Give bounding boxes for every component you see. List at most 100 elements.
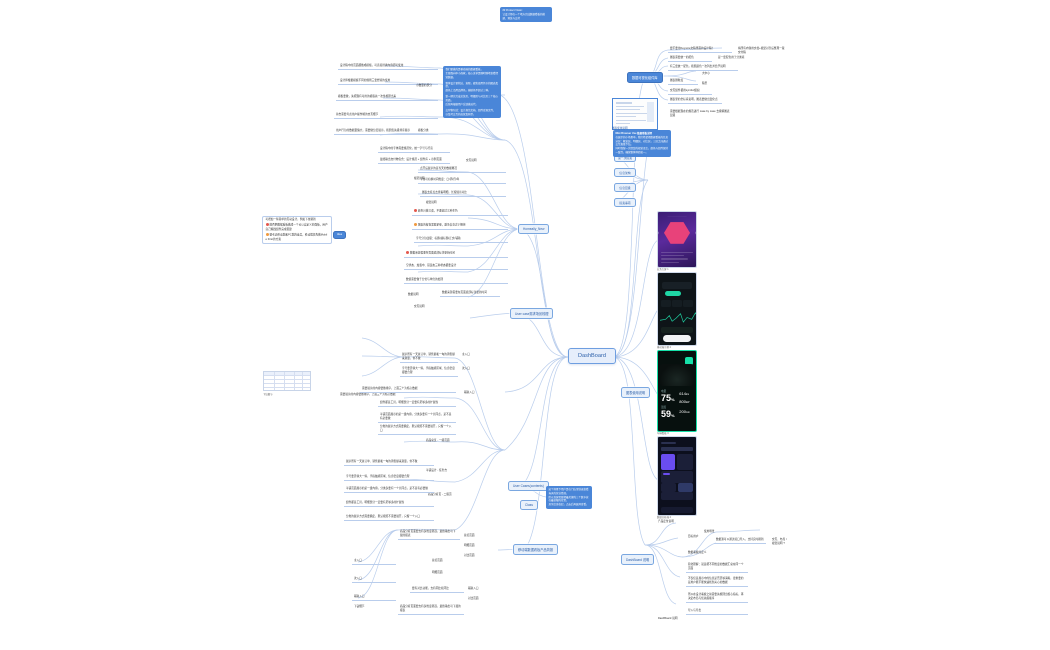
br-root-echo[interactable]: DashBoard 说明: [658, 617, 678, 620]
bl-tail-side-0[interactable]: 总览页面: [432, 559, 443, 562]
right-note-line-3: 同时保留一次提案的视觉语言，颜色与组件保持: [615, 147, 669, 150]
label-chart-use[interactable]: 图表使用说明: [621, 387, 651, 398]
bl-tail-1[interactable]: 次入口: [352, 576, 396, 584]
topleft-side-label-0[interactable]: 小数量的部分: [416, 84, 432, 87]
bl-tail-0[interactable]: 主入口: [352, 558, 396, 566]
br-top-label-1[interactable]: 使用场景: [704, 530, 715, 533]
tr-child-3-sub-0[interactable]: 大中小: [702, 72, 710, 75]
tr-footer[interactable]: 需要根据现在的规范进行 case by case 去拆解图表层级: [670, 110, 730, 117]
centerleft-g1-i1[interactable]: 图表的留白需要足够，避免信息过于拥挤: [412, 222, 508, 230]
br-s1-title[interactable]: 数据看板的定义: [688, 551, 707, 554]
label-product-brief[interactable]: 移动端数据看板产品简报: [513, 544, 559, 555]
centerleft-g2-i0[interactable]: 数据来源需要在页面底部标注更新时间: [404, 250, 508, 258]
bl-g2-i5[interactable]: 商品分析页面要支持多维度筛选，最终输出可下载的报表: [398, 529, 460, 540]
bl-g0-label[interactable]: 商品总览 - 一级页面: [426, 439, 450, 442]
topleft-side-label-2[interactable]: 规范说明: [414, 177, 425, 180]
right-list-item-2[interactable]: 信息层级: [614, 183, 636, 193]
tr-child-5[interactable]: 图表里的坐标系说明，图表要做出变化点: [668, 97, 722, 105]
bl-sub-1[interactable]: 次入口: [462, 367, 470, 370]
right-list-item-3[interactable]: 提案事项: [614, 198, 636, 208]
bl-leaf-item-1[interactable]: 明细页面: [464, 544, 475, 547]
label-user-cases-contents[interactable]: User Cases(contents): [508, 481, 549, 491]
thumb-dark-analytics-mobile[interactable]: [657, 436, 697, 516]
topleft-leaf-3[interactable]: 前台需要考虑用户操作端的交互细节: [334, 112, 438, 120]
bl-leaf-item-2[interactable]: 对比页面: [464, 554, 475, 557]
topleft-leaf-0[interactable]: 设计稿中的页面都做成模板，可直接替换内容即可使用: [338, 63, 438, 71]
bl-g2-i1[interactable]: 字号要足够大一些，手指触摸区域、信息密度都要合理: [344, 474, 434, 482]
topleft-leaf-4[interactable]: 用户行为的数据量偏大，需要做分层展示，按照优先级排序展示: [334, 128, 438, 136]
centerleft-extra-0[interactable]: 数据来源需要在页面底部标注更新时间: [440, 290, 500, 298]
bl-g2-i3[interactable]: 组件都是工具，明细部分一定要有足够多的扩展性: [344, 500, 434, 508]
label-data-viz-component[interactable]: 数据可视化组件库: [627, 72, 663, 83]
topleft-leaf-5[interactable]: 设计稿中的字体需要规范化，统一字号与行高: [378, 146, 450, 154]
centerleft-g1-i2[interactable]: 字号分为四级：标题/副标题/正文/辅助: [414, 236, 508, 244]
wireframe-thumbnail[interactable]: [612, 98, 658, 130]
thumb-car-stats-dashboard[interactable]: 75% 59% 电量 温度 614km 800kW 200min: [657, 350, 697, 432]
centerleft-g2-title[interactable]: 数据说明: [408, 293, 419, 296]
br-side-note[interactable]: 交互、布局 / 视觉说明 ?: [772, 538, 787, 545]
bl-g2-label[interactable]: 商品分析页 - 二级页: [428, 493, 452, 496]
bl-g0-i2[interactable]: 需要展示的内容要做排序，上面三个为核心数据: [360, 386, 456, 394]
br-s0-i0[interactable]: 数据源可以通过接口导入，支持实时刷新: [714, 537, 766, 545]
idea-branch-box[interactable]: 可增加一些简单的互动设计，例如下拉刷新 能否把数据看板做成一个可以自定义的面板，…: [262, 216, 332, 244]
topleft-leaf-1[interactable]: 设计师根据模板不同的规则三套经验的使用: [338, 78, 438, 86]
root-node-dashboard[interactable]: DashBoard: [568, 348, 616, 364]
bl-g1-i1[interactable]: 分类的展示方式需要确定，默认按照不需要展开，只留一个入口: [378, 424, 456, 435]
tr-child-4[interactable]: 交互组件都用symbol组织: [668, 88, 712, 96]
tr-child-1-sub[interactable]: 是一套配色用于分类项: [718, 56, 745, 59]
topleft-leaf-6[interactable]: 最终输出交付物包含：设计规范 + 组件库 + 示例页面: [378, 157, 450, 165]
centerleft-g2-i1[interactable]: 空状态、加载中、错误态三种状态都要设计: [404, 263, 508, 271]
label-idea[interactable]: Idea: [333, 231, 347, 239]
bl-g2-i0[interactable]: 展示所有一天总订单、销售额和一勾的销售额来源量，但不做: [344, 459, 434, 467]
label-homeally-new[interactable]: Homeally_New: [518, 224, 550, 234]
bl-sub-2[interactable]: 辅助入口: [464, 391, 475, 394]
centerleft-g0-title[interactable]: 交互说明: [466, 159, 477, 162]
tr-child-0-sub[interactable]: 将所有内容用文档+视觉对齐后整理一版交付稿: [738, 47, 785, 54]
tr-child-1[interactable]: 图表需要统一的配色: [668, 55, 712, 63]
thumb-dark-mobile-tesla-app[interactable]: [657, 272, 697, 346]
tr-child-3-sub-1[interactable]: 稿型: [702, 82, 708, 85]
bl-g2-i4[interactable]: 分类的展示方式需要确定，默认按照不需要展开，只留一个入口: [344, 514, 434, 522]
right-list-item-1[interactable]: 信息架构: [614, 168, 636, 178]
bl-leaf-item-0[interactable]: 总览页面: [464, 534, 475, 537]
centerleft-g0-i0[interactable]: 点开后展示的是当天的数据概况: [418, 166, 506, 174]
bl-tail-2[interactable]: 辅助入口: [352, 594, 396, 602]
bl-g0-i3[interactable]: 组件都是工具，明细部分一定要有足够多的扩展性: [378, 400, 456, 408]
bl-g0-i0[interactable]: 展示所有一天总订单、销售额和一勾的销售额来源量，但不做: [400, 352, 458, 363]
thumb-purple-hex-dashboard[interactable]: [657, 211, 697, 268]
br-top-label-0[interactable]: 产品定位说明: [658, 520, 674, 523]
bl-tail-side-3[interactable]: 辅助入口: [468, 587, 479, 590]
bl-g0-i1[interactable]: 字号要足够大一些，手指触摸区域、信息密度都要合理: [400, 366, 458, 377]
spreadsheet-thumbnail[interactable]: [263, 371, 311, 391]
centerleft-g0-i2[interactable]: 图表支持点击查看明细，长按展示对比: [420, 190, 506, 198]
tr-child-2[interactable]: 有三套统一配色，按照颜色一次列出并给予说明: [668, 64, 738, 72]
bl-tail-side-1[interactable]: 明细页面: [432, 571, 443, 574]
br-s1-i1[interactable]: 不仅仅是展示中的信息是否足够清晰，更重要的是用户能不能快速找到关心的数据: [686, 576, 748, 587]
bl-g1-label[interactable]: 平铺设计 - 任务台: [426, 469, 447, 472]
bl-tail-side-6[interactable]: 下钻细节: [354, 605, 365, 608]
spreadsheet-side-note[interactable]: 需要展示的内容要做排序，上面三个为核心数据: [340, 393, 396, 396]
br-top-label-2[interactable]: 目标用户: [688, 535, 699, 538]
label-user-case-cn[interactable]: User case需求场景梳理: [510, 308, 554, 319]
topleft-side-label-1[interactable]: 模板分类: [418, 129, 429, 132]
br-s1-i2[interactable]: 所以在设计看板之前需要先梳理出核心指标，再决定布局与优先级顺序: [686, 592, 748, 603]
bl-tail-side-5[interactable]: 商品分析页面要支持多维度筛选，最终输出可下载的报表: [398, 604, 464, 615]
centerleft-g2-i2[interactable]: 数值需要做千分位与单位的处理: [404, 277, 508, 285]
tr-child-0[interactable]: 要不要用Keynote文稿里面的设计稿？: [668, 46, 732, 54]
br-s1-i0[interactable]: 简化理解：就是把不同维度的数据汇总在同一个页面: [686, 562, 748, 573]
centerleft-extra-1[interactable]: 交互说明: [414, 305, 425, 308]
bl-g2-i2[interactable]: 平铺页面展示的是一组内容，分类多要有一个共同点，是不是有必要做: [344, 486, 434, 494]
bl-sub-0[interactable]: 主入口: [462, 353, 470, 356]
label-class[interactable]: Class: [520, 500, 538, 510]
centerleft-g0-i1[interactable]: 下拉可切换时间维度：日/周/月/年: [418, 177, 506, 185]
tr-child-3[interactable]: 图表颗粒度: [668, 78, 698, 86]
bl-g1-i0[interactable]: 平铺页面展示的是一组内容，分类多要有一个共同点，是不是有必要做: [378, 412, 456, 423]
topleft-leaf-2[interactable]: 模板要做，先把现有可用的模版先一次性梳理出来: [336, 94, 438, 102]
centerleft-g1-title[interactable]: 视觉说明: [426, 201, 437, 204]
bl-tail-side-2[interactable]: 要有对比功能，支持同比和环比: [410, 586, 464, 594]
label-dashboard-shuoming[interactable]: DashBoard 说明: [621, 554, 655, 565]
br-s0-title[interactable]: 导入与导出: [686, 608, 748, 616]
centerleft-g1-i0[interactable]: 颜色只做三套，不要超过三种主色: [412, 208, 508, 216]
bl-tail-side-4[interactable]: 对比页面: [468, 597, 479, 600]
